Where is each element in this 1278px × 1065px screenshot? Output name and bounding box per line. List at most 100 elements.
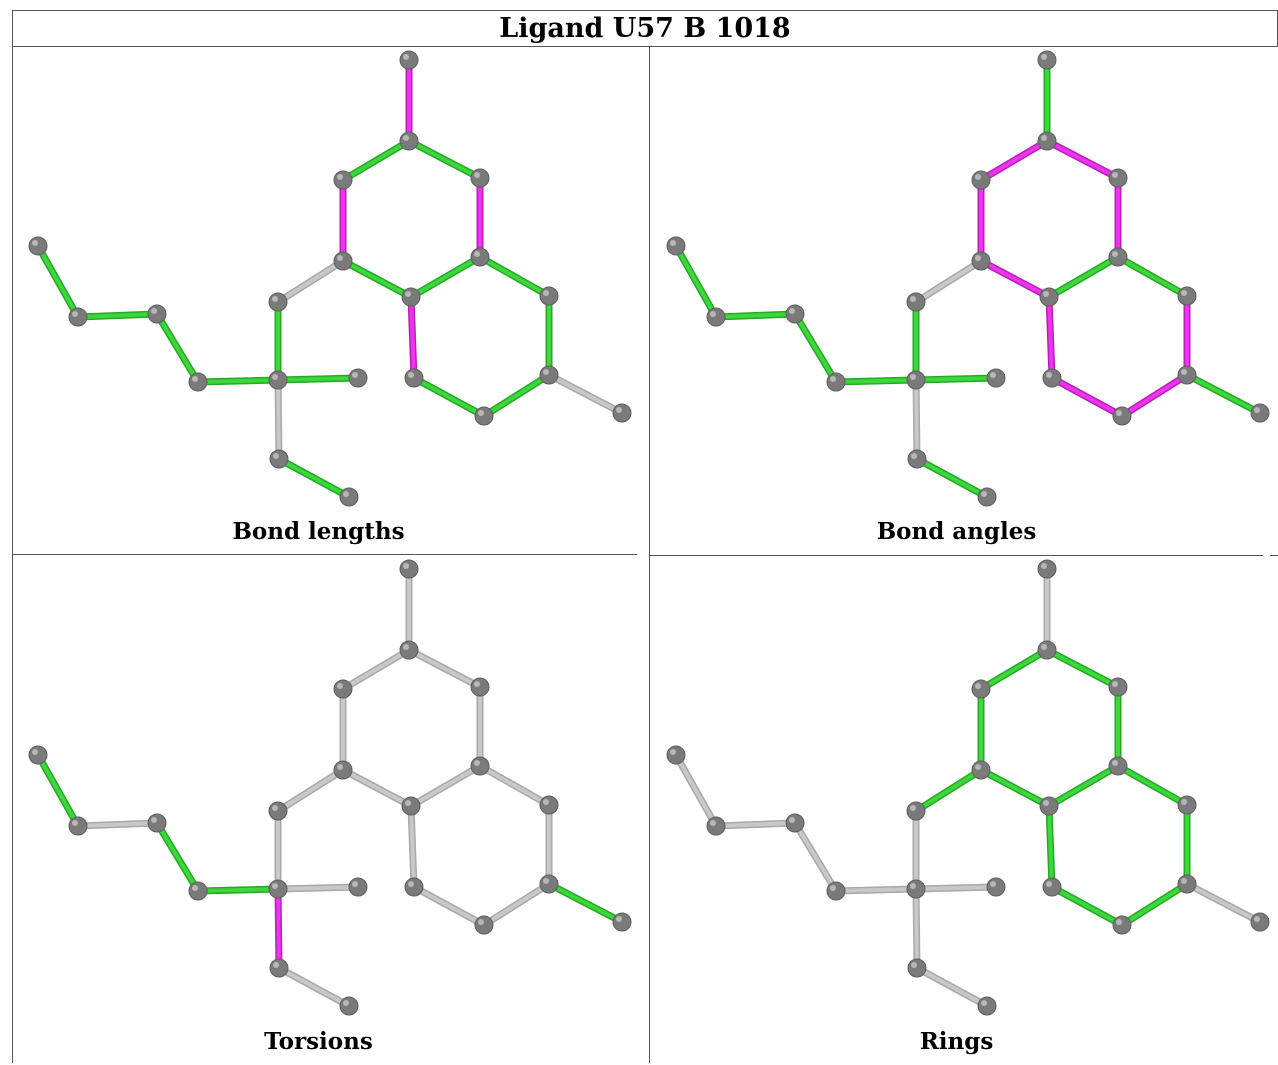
atom [666,236,686,256]
atom [826,881,846,901]
atom-highlight [474,681,480,687]
bond [834,378,918,384]
atom-highlight [990,372,996,378]
atom [339,996,359,1016]
atom-highlight [337,764,343,770]
atoms [28,559,632,1016]
atom-highlight [352,881,358,887]
bond [341,768,413,808]
atom [333,760,353,780]
atom-highlight [670,240,676,246]
atom-highlight [337,174,343,180]
atom [333,170,353,190]
title-divider [12,46,1278,47]
frame-left [12,10,13,1063]
panel-bond-angles: Bond angles [638,46,1275,556]
atom-highlight [72,311,78,317]
bond [915,457,989,499]
atom-highlight [1041,644,1047,650]
atom [1042,877,1062,897]
atom [188,881,208,901]
atom-highlight [1181,290,1187,296]
atom [268,370,288,390]
bond [276,376,360,382]
right-horizontal-divider [649,555,1263,556]
atom [333,679,353,699]
atom-highlight [1254,407,1260,413]
atom [1250,912,1270,932]
atom [474,406,494,426]
bond [409,255,482,299]
atom-highlight [543,878,549,884]
atom [612,403,632,423]
atom-highlight [543,369,549,375]
atom [268,292,288,312]
atom-highlight [910,883,916,889]
atom-highlight [272,883,278,889]
atom-highlight [981,491,987,497]
atom [188,372,208,392]
atom [1108,168,1128,188]
atom-highlight [272,805,278,811]
bond [1116,255,1189,298]
bond [1050,885,1124,927]
atom-highlight [474,251,480,257]
molecule-rings [666,559,1270,1016]
bond [482,882,551,927]
bond [1185,882,1262,924]
atom [404,368,424,388]
atom-highlight [543,290,549,296]
atom [470,677,490,697]
bond [914,259,983,304]
atom [971,760,991,780]
atom [1112,406,1132,426]
bond [276,768,345,813]
bond [979,768,1051,808]
panel-rings: Rings [638,555,1275,1065]
bond [1045,139,1120,180]
bond [276,378,281,461]
bond [409,804,416,889]
atom-highlight [616,916,622,922]
atom [1037,640,1057,660]
atom [1112,915,1132,935]
bond [36,244,80,319]
bonds [34,56,626,501]
atom [470,756,490,776]
atom [1177,795,1197,815]
bond [793,821,838,893]
atom-highlight [830,885,836,891]
bond [478,764,551,807]
atom-highlight [1254,916,1260,922]
atom-highlight [273,962,279,968]
bond [714,312,797,319]
atom-highlight [1046,881,1052,887]
bond [1047,255,1120,299]
bond [1185,373,1262,415]
atom [1042,368,1062,388]
atom-highlight [1112,172,1118,178]
atom-highlight [151,308,157,314]
atom [28,236,48,256]
atom [907,958,927,978]
atom-highlight [789,817,795,823]
bond [412,376,486,418]
atom-highlight [1041,54,1047,60]
atom-highlight [192,376,198,382]
bond [409,295,416,380]
atom-highlight [975,174,981,180]
bond [478,255,551,298]
bond [276,887,281,970]
atom [612,912,632,932]
bond [196,887,280,893]
atom [68,307,88,327]
atom-highlight [710,820,716,826]
atom [68,816,88,836]
bond [341,648,411,691]
bond [407,648,482,689]
panel-bond-lengths: Bond lengths [0,46,637,556]
atom [539,795,559,815]
atom-highlight [910,296,916,302]
atom-highlight [403,644,409,650]
atom-highlight [789,308,795,314]
